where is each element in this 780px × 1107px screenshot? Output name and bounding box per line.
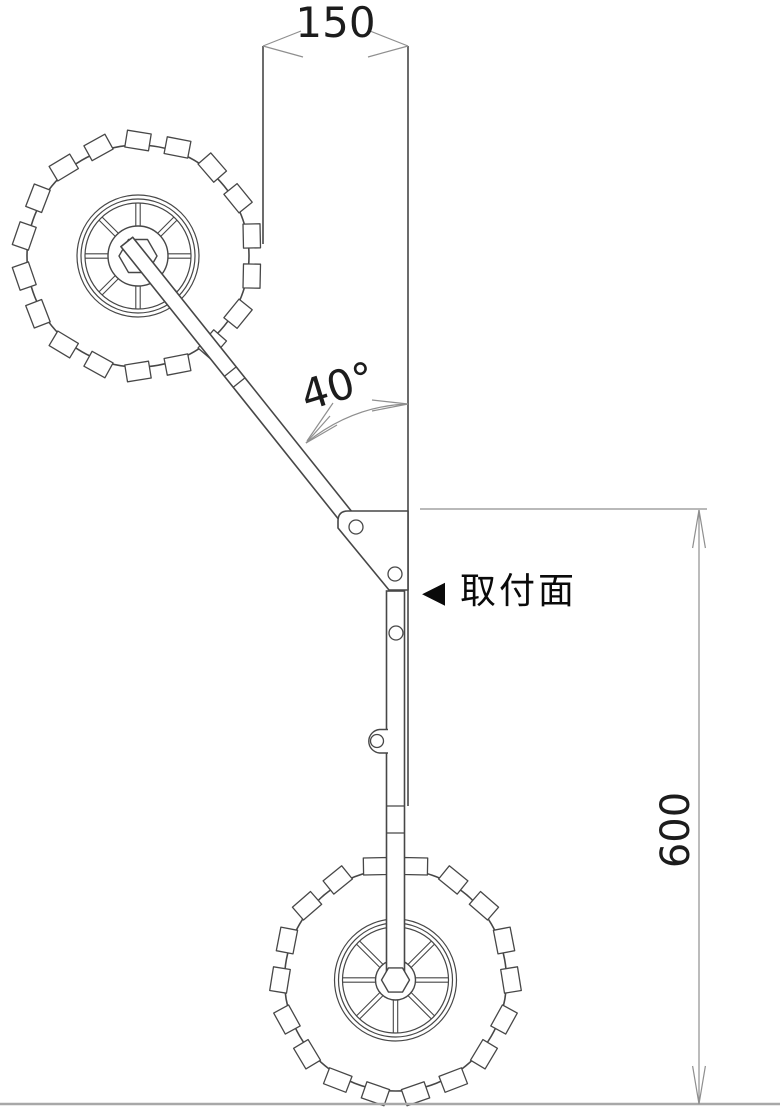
strut [368, 590, 411, 993]
width-dimension-text: 150 [295, 0, 375, 47]
drawing-geometry [0, 30, 780, 1107]
gusset-bracket [337, 510, 409, 591]
height-dimension-text: 600 [653, 792, 699, 868]
dimension-annotations [262, 30, 707, 1105]
mounting-face-label: 取付面 [460, 571, 577, 612]
transom-band [262, 46, 409, 806]
mounting-face-arrow-icon: ◀ [422, 575, 445, 610]
